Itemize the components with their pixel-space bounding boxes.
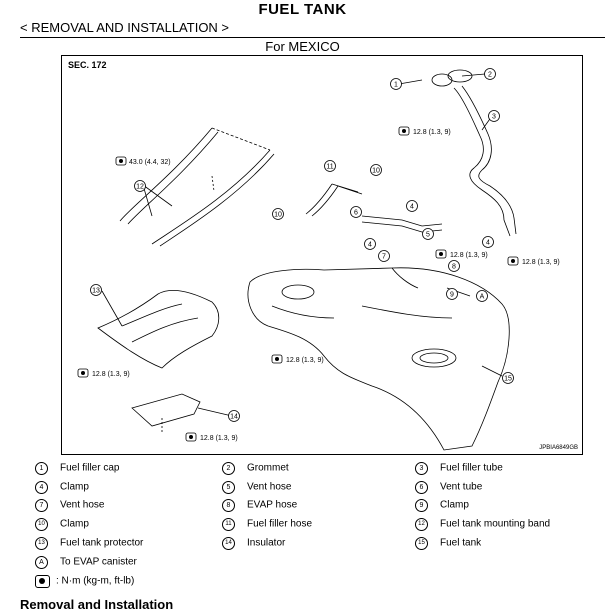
svg-text:A: A [480,294,485,301]
callout-4c: 4 [482,236,494,248]
callout-10a: 10 [370,164,382,176]
callout-13: 13 [90,284,102,296]
svg-text:12: 12 [136,184,144,191]
callout-4b: 4 [364,238,376,250]
svg-text:10: 10 [372,168,380,175]
svg-text:6: 6 [354,210,358,217]
svg-text:12.8 (1.3, 9): 12.8 (1.3, 9) [92,371,130,378]
svg-text:10: 10 [274,212,282,219]
torque-labels: 12.8 (1.3, 9) 43.0 (4.4, 32) 12.8 (1.3, … [77,126,560,442]
svg-text:14: 14 [230,414,238,421]
mounting-band-shape [119,127,219,225]
callouts: 1 2 3 11 10 10 12 6 4 4 4 5 7 8 9 A 13 1… [90,68,514,422]
callout-9: 9 [446,288,458,300]
callout-10b: 10 [272,208,284,220]
svg-text:2: 2 [488,72,492,79]
section-heading: < REMOVAL AND INSTALLATION > [20,20,230,35]
torque-label-5: 12.8 (1.3, 9) [271,354,324,364]
callout-3: 3 [488,110,500,122]
legend-torque-note: : N·m (kg-m, ft-lb) [35,575,134,588]
callout-8: 8 [448,260,460,272]
svg-text:12.8 (1.3, 9): 12.8 (1.3, 9) [413,129,451,136]
fuel-tank-shape [247,267,510,451]
callout-6: 6 [350,206,362,218]
svg-text:1: 1 [394,82,398,89]
svg-text:9: 9 [450,292,454,299]
callout-A: A [476,290,488,302]
svg-text:13: 13 [92,288,100,295]
svg-text:15: 15 [504,376,512,383]
svg-text:3: 3 [492,114,496,121]
svg-text:7: 7 [382,254,386,261]
svg-text:4: 4 [368,242,372,249]
callout-15: 15 [502,372,514,384]
svg-text:11: 11 [326,164,333,171]
svg-text:12.8 (1.3, 9): 12.8 (1.3, 9) [522,259,560,266]
svg-text:5: 5 [426,232,430,239]
header-rule [20,37,605,38]
exploded-view-figure: SEC. 172 [61,55,583,455]
fuel-tank-protector-shape [97,289,220,369]
torque-label-4: 12.8 (1.3, 9) [507,256,560,266]
filler-tube-shape [453,87,511,237]
callout-12: 12 [134,180,146,192]
sec-label: SEC. 172 [68,60,107,70]
insulator-shape [131,393,201,427]
torque-label-2: 43.0 (4.4, 32) [115,156,171,166]
variant-heading: For MEXICO [265,39,340,54]
svg-text:12.8 (1.3, 9): 12.8 (1.3, 9) [286,357,324,364]
torque-wrench-icon [35,575,50,588]
torque-label-3: 12.8 (1.3, 9) [435,249,488,259]
page-title: FUEL TANK [258,1,347,18]
torque-label-6: 12.8 (1.3, 9) [77,368,130,378]
cut-off-heading: Removal and Installation [20,597,174,612]
callout-11: 11 [324,160,336,172]
svg-text:8: 8 [452,264,456,271]
svg-text:12.8 (1.3, 9): 12.8 (1.3, 9) [200,435,238,442]
callout-4a: 4 [406,200,418,212]
callout-1: 1 [390,78,402,90]
callout-14: 14 [228,410,240,422]
callout-2: 2 [484,68,496,80]
callout-7: 7 [378,250,390,262]
torque-label-1: 12.8 (1.3, 9) [398,126,451,136]
figure-code: JPBIA6849GB [539,445,578,451]
torque-label-7: 12.8 (1.3, 9) [185,432,238,442]
svg-text:4: 4 [410,204,414,211]
svg-text:4: 4 [486,240,490,247]
callout-5: 5 [422,228,434,240]
filler-hose-shape [305,183,339,217]
svg-text:12.8 (1.3, 9): 12.8 (1.3, 9) [450,252,488,259]
svg-text:43.0 (4.4, 32): 43.0 (4.4, 32) [129,159,171,166]
exploded-view-drawing: 1 2 3 11 10 10 12 6 4 4 4 5 7 8 9 A 13 1… [77,68,560,451]
